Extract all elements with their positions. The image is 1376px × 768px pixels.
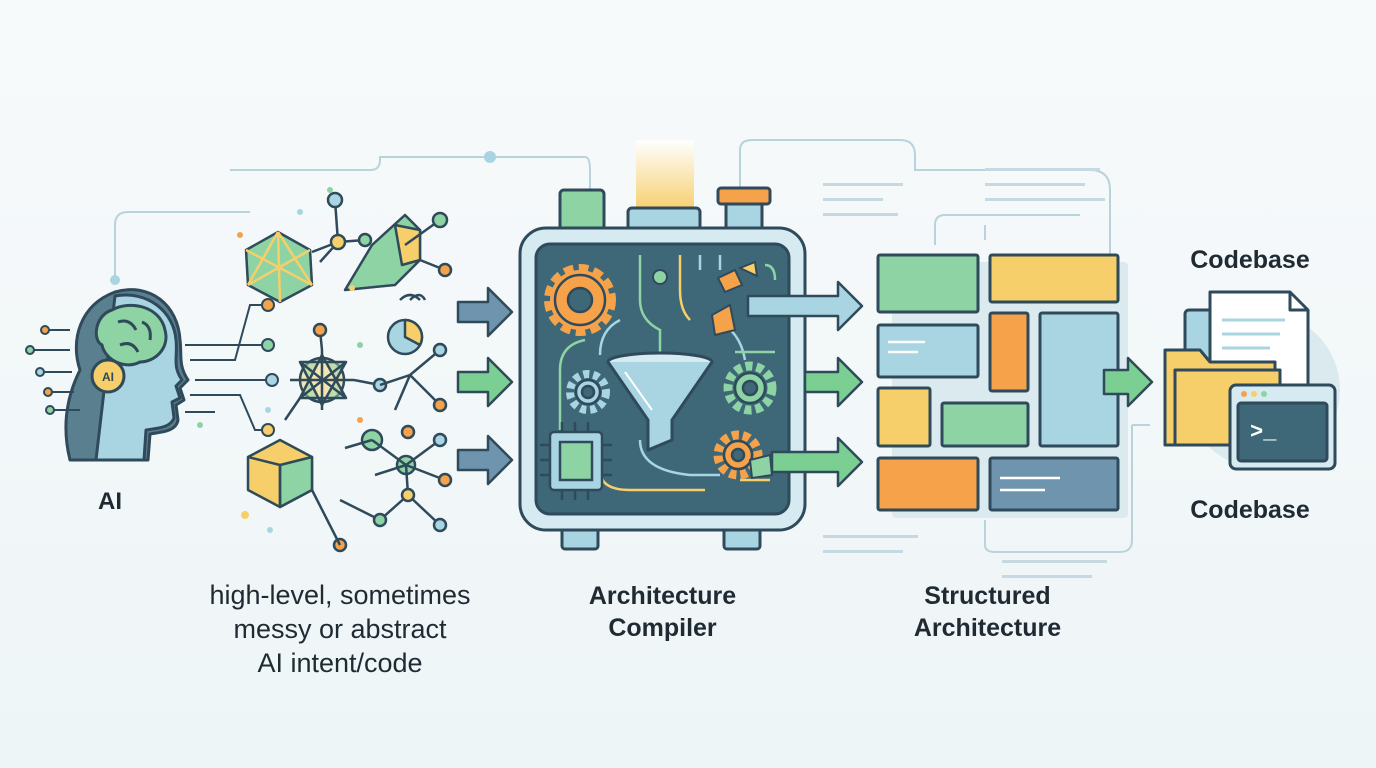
compiler-label-line-2: Compiler	[608, 614, 717, 642]
gear-icon	[723, 361, 777, 415]
output-arrows	[746, 280, 864, 488]
funnel-icon	[606, 351, 714, 452]
processor-chip-icon	[540, 422, 612, 500]
ai-label: AI	[98, 488, 122, 515]
folder-documents-icon	[1163, 290, 1340, 471]
abstract-network-cluster	[244, 191, 453, 553]
compiler-label-line-1: Architecture	[588, 582, 737, 610]
intent-caption-line-3: AI intent/code	[257, 648, 423, 678]
compiler-circuit-lines	[550, 255, 777, 492]
ai-circuit-traces	[25, 325, 80, 415]
floating-particles	[197, 187, 363, 533]
intent-caption-line-2: messy or abstract	[233, 614, 447, 644]
compiler-label: Architecture Compiler	[550, 580, 775, 644]
codebase-label-top: Codebase	[1190, 246, 1310, 274]
structured-label-line-2: Architecture	[913, 614, 1062, 642]
structured-architecture-label: Structured Architecture	[880, 580, 1095, 644]
gear-icon	[544, 264, 616, 336]
intent-caption: high-level, sometimes messy or abstract …	[170, 578, 510, 680]
connector-dot	[484, 151, 496, 163]
ai-chip-text: AI	[102, 370, 114, 384]
network-node	[265, 373, 279, 387]
intent-caption-line-1: high-level, sometimes	[209, 580, 471, 610]
connector-lines	[114, 139, 1150, 553]
network-node	[261, 338, 275, 352]
terminal-prompt-icon: >_	[1250, 420, 1277, 445]
code-fragments	[710, 260, 774, 480]
network-node	[261, 298, 275, 312]
gear-icon	[713, 430, 763, 480]
architecture-text-lines	[888, 340, 1060, 492]
connector-dot	[110, 275, 120, 285]
ai-output-lines	[185, 304, 270, 431]
gear-icon	[566, 370, 610, 414]
circuit-node	[652, 269, 668, 285]
architecture-blocks	[876, 253, 1128, 518]
network-node	[261, 423, 275, 437]
data-dots-decoration	[823, 168, 1107, 578]
codebase-arrow	[1102, 356, 1154, 408]
input-arrows	[456, 286, 514, 486]
ai-brain-head-icon	[64, 288, 190, 462]
structured-label-line-1: Structured	[924, 582, 1051, 610]
codebase-label-bottom: Codebase	[1190, 496, 1310, 524]
